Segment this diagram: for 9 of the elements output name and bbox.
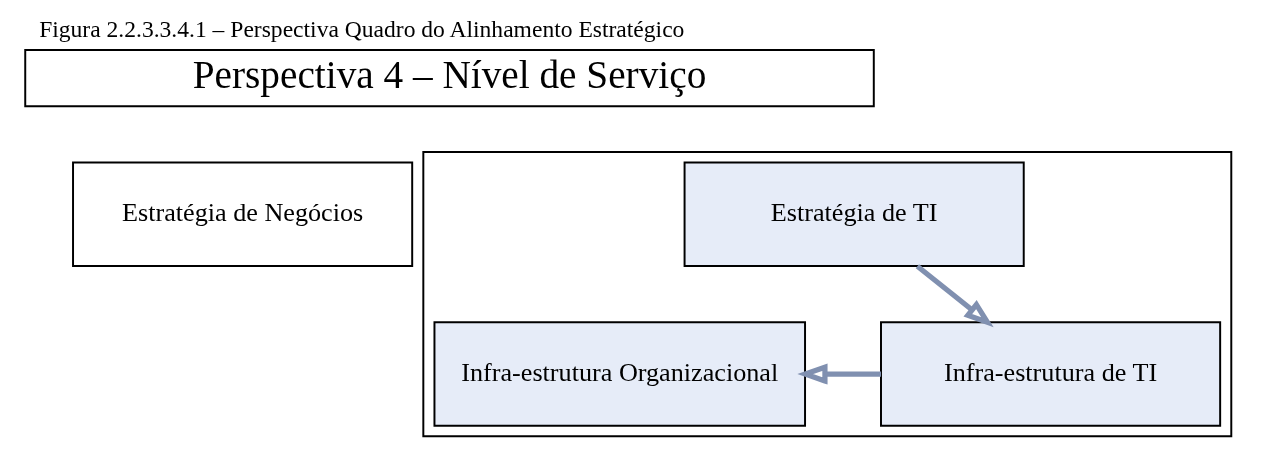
node-box: Infra-estrutura de TI [879,321,1221,427]
node-box: Perspectiva 4 – Nível de Serviço [23,48,875,108]
caption: Figura 2.2.3.3.4.1 – Perspectiva Quadro do Alinhamento Estratégico [38,16,684,43]
arrow [915,264,994,328]
node-box: Infra-estrutura Organizacional [432,321,806,427]
node-box: Estratégia de Negócios [71,161,413,267]
arrow [796,363,881,385]
node-box: Estratégia de TI [683,161,1025,267]
cluster [421,151,1232,438]
